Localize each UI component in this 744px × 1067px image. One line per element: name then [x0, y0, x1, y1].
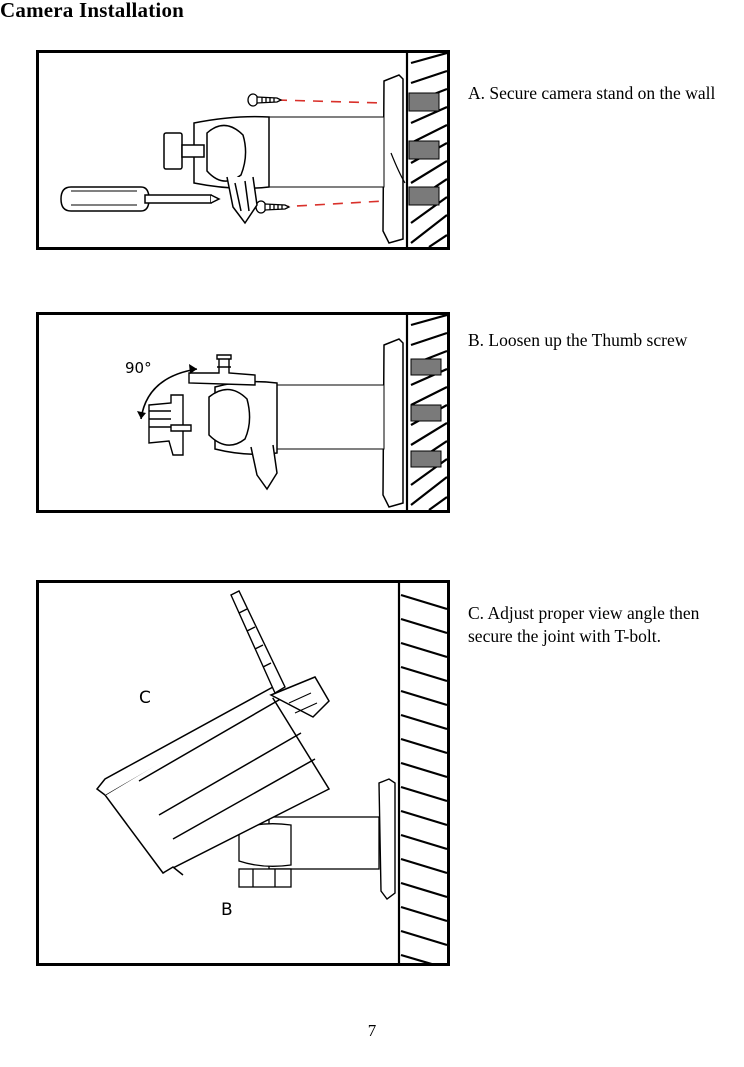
mount-plate — [378, 778, 396, 900]
joint-b-label: B — [221, 900, 233, 920]
wall-hatching — [397, 583, 447, 963]
wall-anchor-blocks — [410, 358, 442, 468]
rotation-angle-label: 90° — [125, 359, 152, 377]
mount-plate — [382, 338, 404, 508]
screwdriver-icon — [60, 186, 221, 212]
figure-a-drawing — [60, 53, 447, 247]
camera-stand — [163, 115, 385, 225]
rotation-arrow-icon — [140, 368, 198, 420]
camera-body — [95, 676, 331, 876]
figure-b-drawing: 90° — [125, 315, 447, 510]
joint-c-label: C — [139, 688, 151, 708]
wall-hatching — [405, 53, 447, 247]
thumb-screw — [148, 354, 256, 456]
step-c-text: C. Adjust proper view angle then secure … — [468, 603, 700, 646]
page-title: Camera Installation — [0, 0, 185, 22]
page-number: 7 — [367, 1021, 377, 1040]
step-b-text: B. Loosen up the Thumb screw — [468, 330, 688, 350]
figure-c-drawing: C B — [95, 583, 447, 963]
antenna — [230, 590, 286, 695]
wall-anchor-blocks — [408, 92, 440, 206]
figure-a-secure-stand — [36, 50, 450, 250]
step-a-text: A. Secure camera stand on the wall — [468, 83, 716, 103]
camera-stand — [238, 816, 380, 888]
figure-b-loosen-thumb-screw: 90° — [36, 312, 450, 513]
camera-stand — [208, 380, 385, 491]
figure-c-adjust-view-angle: C B — [36, 580, 450, 966]
